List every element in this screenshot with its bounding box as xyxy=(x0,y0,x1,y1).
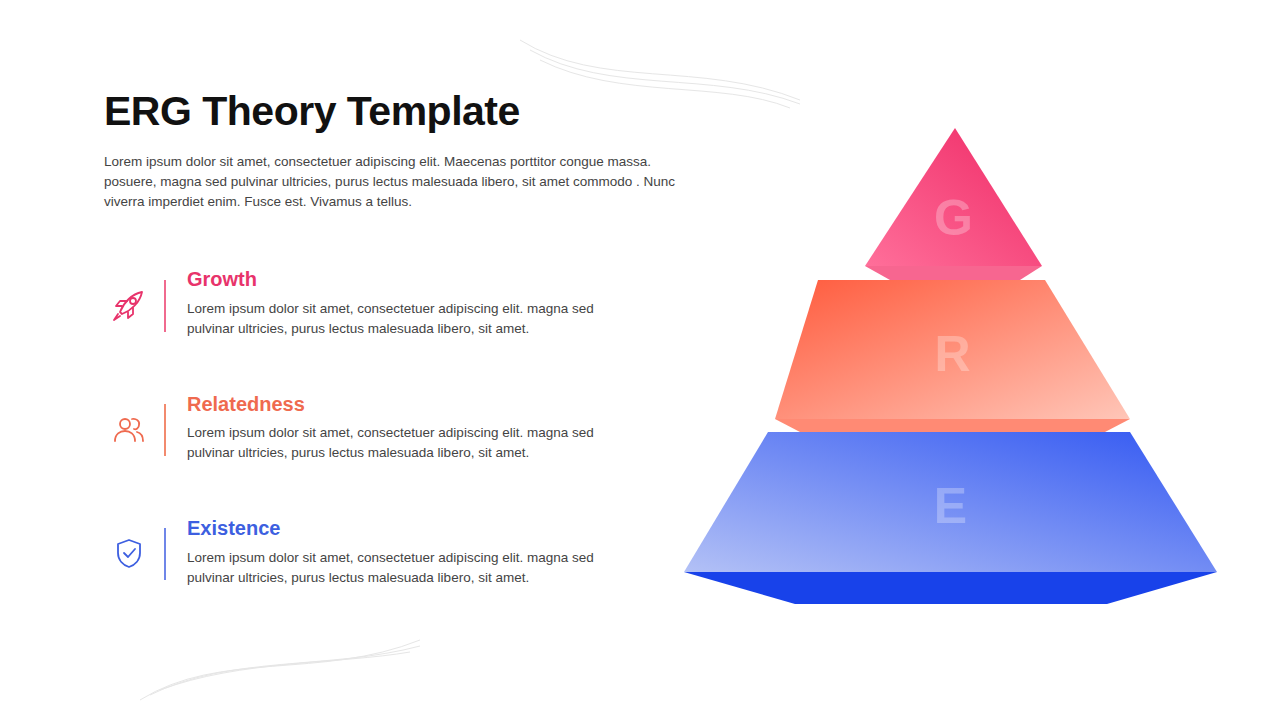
band-base xyxy=(684,572,1217,604)
shield-icon xyxy=(110,534,150,574)
band-face xyxy=(684,432,1217,572)
divider-bar xyxy=(164,280,166,332)
wave-line xyxy=(530,50,800,104)
band-letter: G xyxy=(865,190,1042,246)
level-heading: Existence xyxy=(187,517,280,540)
level-description: Lorem ipsum dolor sit amet, consectetuer… xyxy=(187,423,627,463)
divider-bar xyxy=(164,528,166,580)
band-face xyxy=(865,128,1042,266)
wave-line xyxy=(140,640,420,700)
existence-band: E xyxy=(684,432,1217,604)
growth-band: G xyxy=(865,128,1042,280)
divider-bar xyxy=(164,404,166,456)
slide-title: ERG Theory Template xyxy=(104,88,520,135)
band-base xyxy=(775,419,1130,432)
band-letter: E xyxy=(684,478,1217,534)
level-description: Lorem ipsum dolor sit amet, consectetuer… xyxy=(187,299,627,339)
wave-line xyxy=(160,652,410,690)
wave-line xyxy=(150,646,420,695)
wave-line xyxy=(520,40,800,100)
people-icon xyxy=(110,410,150,450)
wave-line xyxy=(540,60,790,108)
band-base xyxy=(865,266,1042,280)
relatedness-band: R xyxy=(775,280,1130,432)
band-face xyxy=(775,280,1130,419)
intro-paragraph: Lorem ipsum dolor sit amet, consectetuer… xyxy=(104,152,694,212)
level-heading: Growth xyxy=(187,268,257,291)
level-description: Lorem ipsum dolor sit amet, consectetuer… xyxy=(187,548,627,588)
rocket-icon xyxy=(108,286,150,328)
band-letter: R xyxy=(775,326,1130,382)
level-heading: Relatedness xyxy=(187,393,305,416)
